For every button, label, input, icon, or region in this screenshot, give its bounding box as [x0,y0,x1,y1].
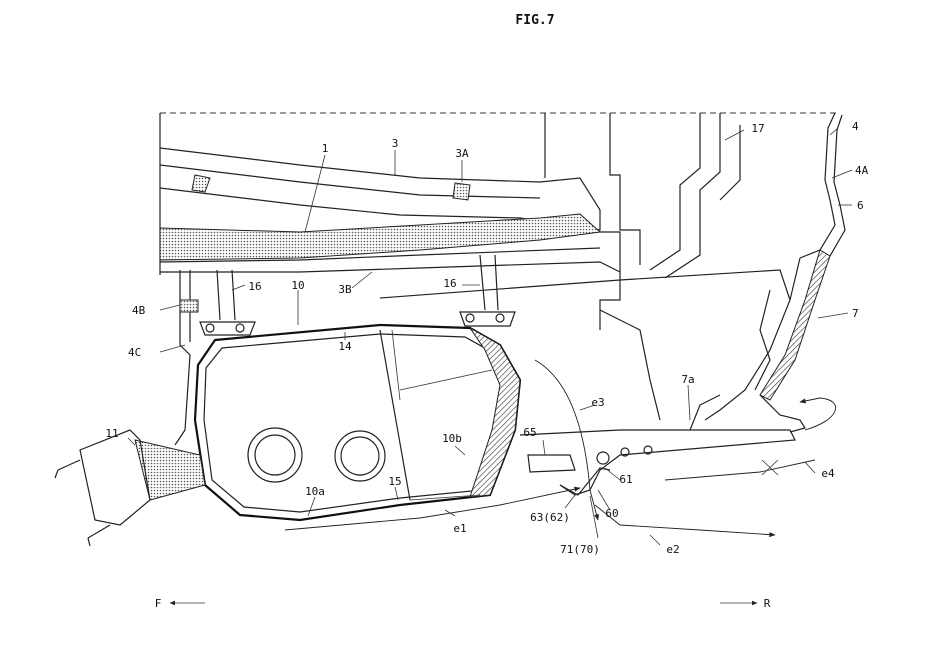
label-65: 65 [523,426,536,439]
leader-lines [127,127,853,546]
label-6: 6 [857,199,864,212]
panel-4b-4c [174,270,199,446]
hanger-16-left [199,269,256,336]
label-e1: e1 [453,522,466,535]
front-label: F [155,597,162,610]
label-17: 17 [751,122,764,135]
label-11: 11 [105,427,118,440]
bracket-60 [519,429,796,496]
label-3b: 3B [338,283,352,296]
muffler-10 [193,323,522,522]
rear-label: R [764,597,771,610]
label-10b: 10b [442,432,462,445]
label-e2: e2 [666,543,679,556]
figure-title: FIG.7 [515,13,554,28]
label-15: 15 [388,475,401,488]
inner-pipe-10a [247,427,386,483]
inlet-pipe-11 [54,429,206,547]
label-3: 3 [392,137,399,150]
direction-rear: R [720,597,771,610]
label-71: 71(70) [560,543,600,556]
bracket-structure [379,269,791,431]
label-16-right: 16 [443,277,456,290]
label-3a: 3A [455,147,469,160]
label-60: 60 [605,507,618,520]
label-10a: 10a [305,485,325,498]
label-7: 7 [852,307,859,320]
hanger-16-right [459,254,516,327]
direction-front: F [155,597,205,610]
label-4b: 4B [132,304,146,317]
label-7a: 7a [681,373,694,386]
label-4c: 4C [128,346,141,359]
label-14: 14 [338,340,352,353]
member-17 [544,113,741,330]
label-61: 61 [619,473,632,486]
label-63: 63(62) [530,511,570,524]
label-16-left: 16 [248,280,261,293]
rear-panel-4 [704,112,846,433]
label-e4: e4 [821,467,835,480]
label-4a: 4A [855,164,869,177]
label-1: 1 [322,142,329,155]
side-frame-1 [159,213,621,273]
label-e3: e3 [591,396,604,409]
flow-arrows [284,359,837,538]
label-4: 4 [852,120,859,133]
label-10: 10 [291,279,304,292]
floor-panel-3 [159,147,601,231]
reference-labels: 1 3 3A 3B 4 4A 4B 4C 6 7 7a 10 10a 10b 1… [105,120,868,556]
